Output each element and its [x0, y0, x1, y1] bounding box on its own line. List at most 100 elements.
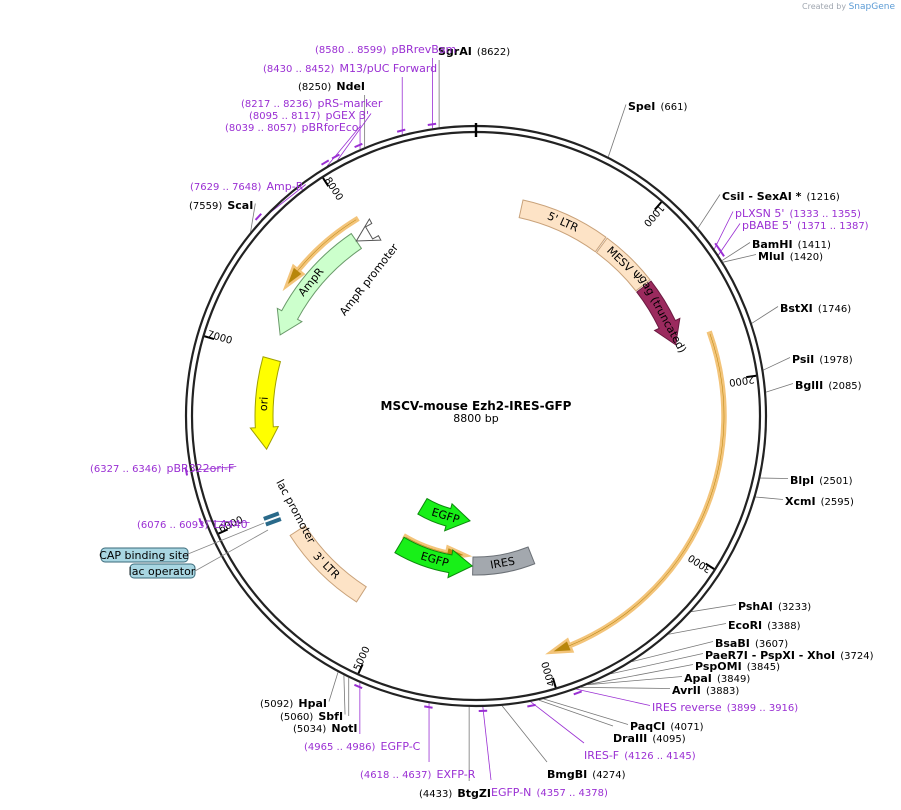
enzyme-apai-text: ApaI (3849): [684, 667, 750, 686]
enzyme-bstxi[interactable]: BstXI (1746): [780, 297, 851, 316]
primer-pbr322ori-f-name: pBR322ori-F: [167, 462, 235, 475]
primer-plxsn-5[interactable]: pLXSN 5' (1333 .. 1355): [735, 202, 861, 221]
backbone: [184, 123, 768, 708]
enzyme-csii-sexai-text: CsiI - SexAI * (1216): [722, 185, 840, 204]
primer-egfp-c-text: (4965 .. 4986) EGFP-C: [304, 735, 421, 754]
feature-label-ires: IRES: [489, 555, 516, 572]
tick-label-7000: 7000: [206, 329, 234, 347]
cap-binding-site-box[interactable]: [100, 547, 189, 563]
primer-exfp-r[interactable]: (4618 .. 4637) EXFP-R: [360, 763, 476, 782]
feature-5-ltr[interactable]: [518, 199, 607, 253]
enzyme-xcmi[interactable]: XcmI (2595): [785, 490, 854, 509]
enzyme-psii-leader: [763, 357, 791, 371]
primer-pbrrevbam-name: pBRrevBam: [392, 43, 457, 56]
primer-ires-reverse-position: (3899 .. 3916): [727, 703, 799, 714]
enzyme-paer7i-pspxi-xhoi-leader: [610, 653, 704, 675]
plasmid-length: 8800 bp: [453, 412, 498, 425]
primer-ires-f[interactable]: IRES-F (4126 .. 4145): [584, 744, 696, 763]
primer-pbr322ori-f[interactable]: (6327 .. 6346) pBR322ori-F: [90, 457, 234, 476]
primer-pbabe-5[interactable]: pBABE 5' (1371 .. 1387): [742, 214, 869, 233]
primer-pbr322ori-f-text: (6327 .. 6346) pBR322ori-F: [90, 457, 234, 476]
enzyme-psii[interactable]: PsiI (1978): [792, 348, 853, 367]
enzyme-bsabi[interactable]: BsaBI (3607): [715, 632, 788, 651]
primer-ires-reverse[interactable]: IRES reverse (3899 .. 3916): [652, 696, 798, 715]
feature-ampr[interactable]: [276, 232, 363, 336]
primer-ires-reverse-text: IRES reverse (3899 .. 3916): [652, 696, 798, 715]
feature-ori[interactable]: [249, 356, 282, 451]
feature-gag-truncated[interactable]: [636, 280, 681, 346]
enzyme-bmgbi-name: BmgBI: [547, 768, 587, 781]
enzyme-xcmi-text: XcmI (2595): [785, 490, 854, 509]
primer-l4440[interactable]: (6076 .. 6093) L4440: [137, 513, 248, 532]
enzyme-hpai[interactable]: (5092) HpaI: [260, 692, 327, 711]
enzyme-scai[interactable]: (7559) ScaI: [189, 194, 253, 213]
enzyme-blpi-position: (2501): [819, 476, 852, 487]
enzyme-hpai-text: (5092) HpaI: [260, 692, 327, 711]
enzyme-btgzi[interactable]: (4433) BtgZI: [419, 782, 491, 801]
enzyme-psii-position: (1978): [819, 355, 852, 366]
primer-exfp-r-position: (4618 .. 4637): [360, 770, 432, 781]
enzyme-bamhi[interactable]: BamHI (1411): [752, 233, 831, 252]
enzyme-blpi[interactable]: BlpI (2501): [790, 469, 853, 488]
site-labels[interactable]: SgrAI (8622) SpeI (661) CsiI - SexAI * (12…: [90, 38, 874, 801]
enzyme-csii-sexai[interactable]: CsiI - SexAI * (1216): [722, 185, 840, 204]
tick-8000: [322, 177, 330, 187]
enzyme-ndei-name: NdeI: [336, 80, 365, 93]
primer-prs-marker[interactable]: (8217 .. 8236) pRS-marker: [241, 92, 383, 111]
primer-amp-r-mark: [254, 213, 262, 221]
primer-egfp-n[interactable]: EGFP-N (4357 .. 4378): [491, 781, 608, 800]
enzyme-apai[interactable]: ApaI (3849): [684, 667, 750, 686]
enzyme-sbfi[interactable]: (5060) SbfI: [280, 705, 343, 724]
enzyme-spei[interactable]: SpeI (661): [628, 95, 687, 114]
enzyme-bmgbi-text: BmgBI (4274): [547, 763, 626, 782]
primer-egfp-c[interactable]: (4965 .. 4986) EGFP-C: [304, 735, 421, 754]
enzyme-sgrai-text: SgrAI (8622): [438, 40, 510, 59]
primer-pbrforeco-name: pBRforEco: [302, 121, 359, 134]
feature-egfp-outer[interactable]: [394, 536, 474, 579]
enzyme-noti-text: (5034) NotI: [293, 717, 357, 736]
enzyme-spei-position: (661): [660, 102, 687, 113]
enzyme-ecori-name: EcoRI: [728, 619, 762, 632]
enzyme-noti[interactable]: (5034) NotI: [293, 717, 357, 736]
enzyme-pspomi[interactable]: PspOMI (3845): [695, 655, 780, 674]
feature-egfp-inner[interactable]: [417, 497, 471, 532]
primer-prs-marker-text: (8217 .. 8236) pRS-marker: [241, 92, 383, 111]
primer-prs-marker-position: (8217 .. 8236): [241, 99, 313, 110]
enzyme-bglii-leader: [765, 383, 794, 393]
tick-6000: [218, 528, 229, 535]
enzyme-draiii[interactable]: DraIII (4095): [613, 727, 686, 746]
enzyme-sgrai-name: SgrAI: [438, 45, 472, 58]
snapgene-logo-text: SnapGene: [848, 2, 895, 12]
enzyme-sgrai[interactable]: SgrAI (8622): [438, 40, 510, 59]
enzyme-bmgbi[interactable]: BmgBI (4274): [547, 763, 626, 782]
feature-mesv[interactable]: [595, 237, 651, 292]
enzyme-bstxi-name: BstXI: [780, 302, 813, 315]
enzyme-mlui[interactable]: MluI (1420): [758, 245, 823, 264]
enzyme-xcmi-name: XcmI: [785, 495, 816, 508]
primer-pbrforeco[interactable]: (8039 .. 8057) pBRforEco: [225, 116, 359, 135]
enzyme-apai-position: (3849): [717, 674, 750, 685]
enzyme-avrii[interactable]: AvrII (3883): [672, 679, 739, 698]
enzyme-paqci-text: PaqCI (4071): [630, 715, 704, 734]
primer-pbrrevbam[interactable]: (8580 .. 8599) pBRrevBam: [315, 38, 456, 57]
primer-pgex-3[interactable]: (8095 .. 8117) pGEX 3': [249, 104, 369, 123]
credit: Created by SnapGene: [802, 2, 895, 12]
cap-leader: [187, 522, 265, 555]
primer-amp-r[interactable]: (7629 .. 7648) Amp-R: [190, 175, 304, 194]
enzyme-paqci[interactable]: PaqCI (4071): [630, 715, 704, 734]
enzyme-pshai[interactable]: PshAI (3233): [738, 595, 811, 614]
feature-3-ltr[interactable]: [289, 525, 367, 603]
enzyme-ndei[interactable]: (8250) NdeI: [298, 75, 365, 94]
lac-operator-glyph[interactable]: [263, 511, 282, 527]
primer-m13-puc-forward[interactable]: (8430 .. 8452) M13/pUC Forward: [263, 57, 437, 76]
enzyme-ecori[interactable]: EcoRI (3388): [728, 614, 801, 633]
enzyme-scai-position: (7559): [189, 201, 222, 212]
feature-ampr-promoter[interactable]: [355, 217, 382, 242]
enzyme-avrii-name: AvrII: [672, 684, 701, 697]
cap-binding-site-label: CAP binding site: [99, 549, 189, 562]
primer-ires-reverse-name: IRES reverse: [652, 701, 722, 714]
enzyme-bglii[interactable]: BglII (2085): [795, 374, 862, 393]
enzyme-paer7i-pspxi-xhoi[interactable]: PaeR7I - PspXI - XhoI (3724): [705, 644, 874, 663]
primer-egfp-n-text: EGFP-N (4357 .. 4378): [491, 781, 608, 800]
